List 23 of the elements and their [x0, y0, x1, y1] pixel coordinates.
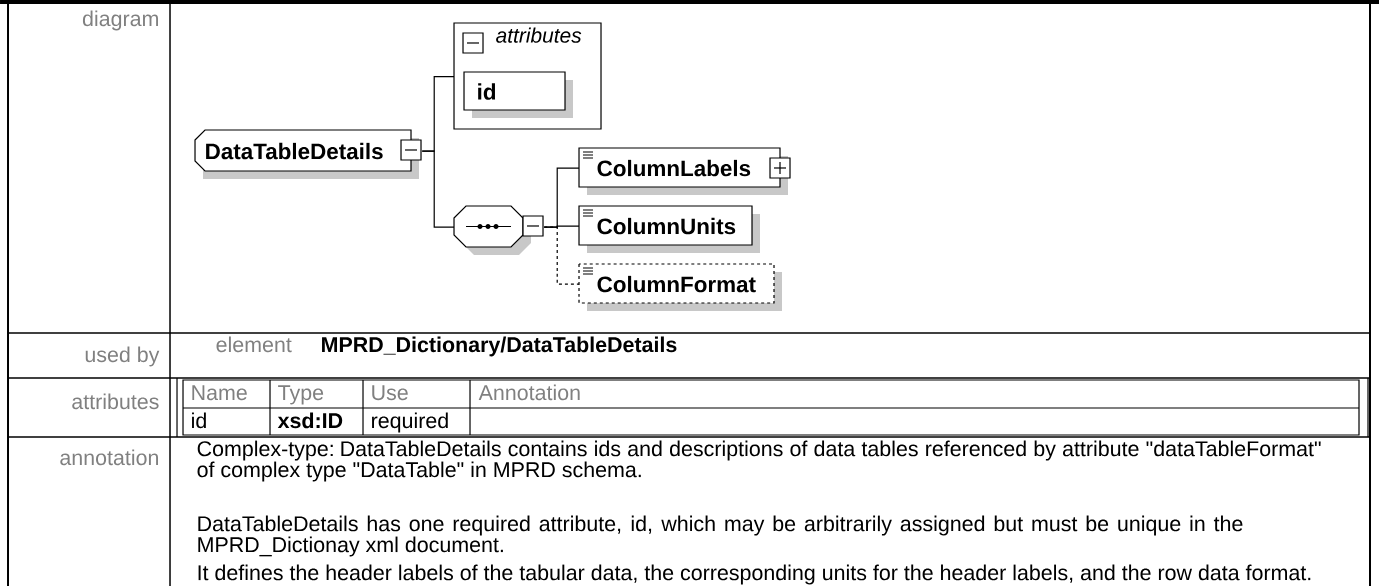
table-cell: required — [372, 412, 448, 433]
row-label: used by — [85, 346, 160, 367]
element-path: MPRD_Dictionary/DataTableDetails — [322, 336, 677, 357]
row-label: diagram — [82, 10, 158, 31]
annotation-text: Complex-type: DataTableDetails contains ids and descriptions of data tables referenced by attribute "dataTableFormat" of complex type "DataTable" in MPRD schema. — [197, 440, 1321, 482]
column-header: Annotation — [478, 384, 580, 401]
attribute-box: id — [463, 71, 573, 118]
row-label: annotation — [60, 449, 158, 466]
connector-line — [421, 150, 455, 228]
element-box: ColumnUnits — [578, 205, 760, 253]
row-label: attributes — [72, 393, 159, 410]
connector-line — [543, 226, 580, 285]
table-cell: xsd:ID — [277, 412, 343, 429]
element-box: DataTableDetails — [194, 129, 419, 179]
type-label: element — [216, 336, 292, 353]
annotation-text: DataTableDetails has one required attribute, id, which may be arbitrarily assigned but must be unique in the MPRD_Dictionay xml document. — [198, 515, 1243, 557]
column-header: Name — [192, 385, 247, 401]
table-cell: id — [192, 412, 206, 429]
element-box: ColumnLabels — [578, 147, 788, 195]
column-header: Type — [278, 385, 324, 405]
column-header: Use — [372, 385, 408, 401]
annotation-text: It defines the header labels of the tabular data, the corresponding units for the header labels, and the row data format. — [198, 564, 1311, 585]
optional-element-box: ColumnFormat — [578, 263, 782, 311]
